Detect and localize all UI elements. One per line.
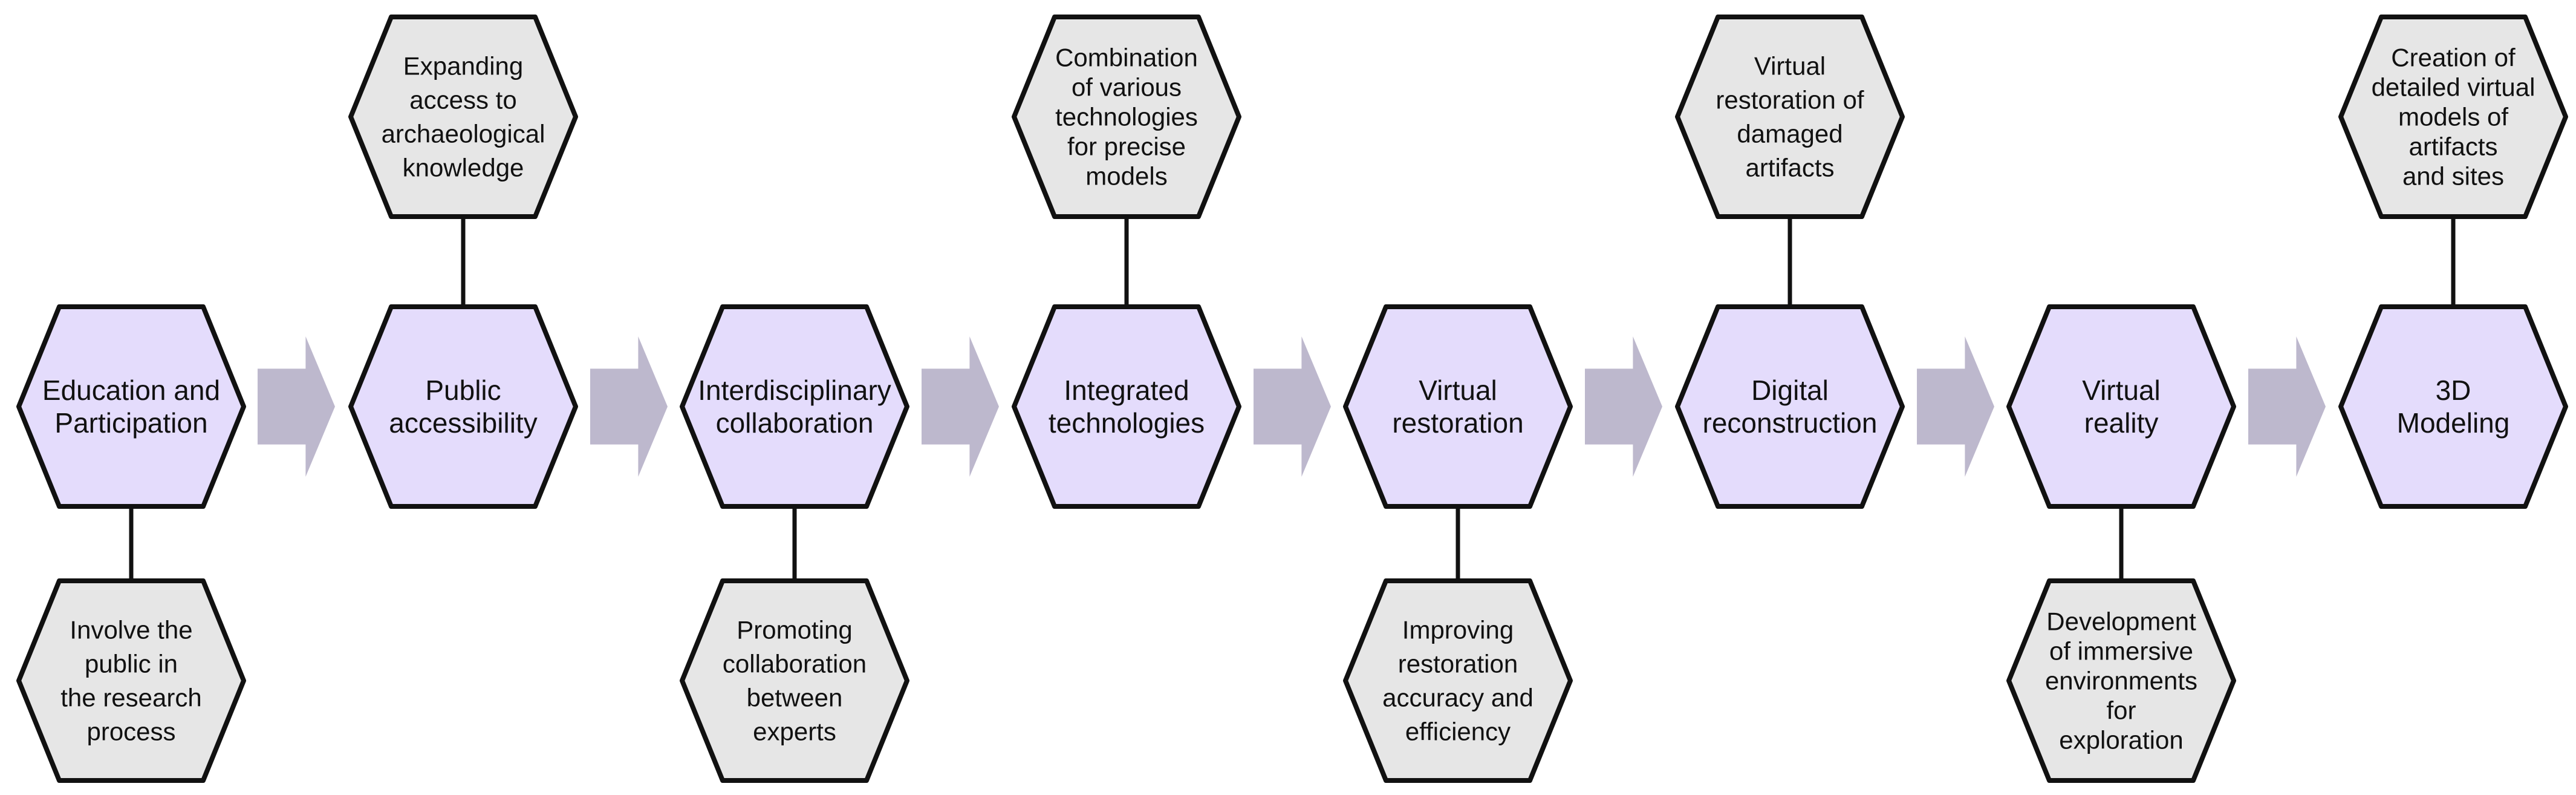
detail-hexagon-shape (348, 15, 578, 219)
detail-hexagon-label-line: of various (1072, 73, 1182, 102)
step-hexagon-label-line: Virtual (2082, 375, 2161, 406)
detail-hexagon-label-line: Virtual (1754, 52, 1826, 80)
detail-hexagon-label-line: efficiency (1405, 718, 1511, 746)
detail-hexagon-label-line: restoration (1398, 650, 1518, 678)
detail-hexagon-label-line: public in (85, 650, 178, 678)
detail-hexagon-label-line: access to (409, 86, 516, 114)
detail-hexagon-label-line: experts (753, 718, 836, 746)
detail-hexagon-label-line: artifacts (1745, 154, 1834, 182)
detail-hexagon-label-line: Promoting (737, 616, 852, 644)
detail-hexagon-label-line: detailed virtual (2372, 73, 2535, 102)
detail-hexagon-label-line: Development (2046, 607, 2196, 636)
detail-hexagon-label-line: technologies (1055, 103, 1198, 131)
detail-hexagon-label-line: knowledge (403, 154, 524, 182)
detail-hexagon-shape (16, 578, 246, 783)
detail-hexagon-shape (680, 578, 909, 783)
detail-hexagon-label-line: the research (60, 684, 201, 712)
detail-hexagon-label-line: archaeological (382, 120, 545, 148)
step-hexagon-label-line: Participation (54, 407, 207, 439)
step-hexagon-label-line: Public (425, 375, 501, 406)
step-hexagon-label-line: reality (2084, 407, 2159, 439)
detail-hexagon-label-line: collaboration (723, 650, 867, 678)
connector-layer (129, 217, 2456, 581)
step-hexagon-shape (1343, 304, 1573, 509)
detail-hexagon-label-line: and sites (2402, 162, 2504, 191)
detail-hexagon-label-line: restoration of (1716, 86, 1864, 114)
detail-hexagon-label-line: Involve the (70, 616, 192, 644)
step-hexagon-shape (2338, 304, 2568, 509)
detail-hexagon-label-line: process (86, 718, 175, 746)
detail-hexagon-label-line: artifacts (2408, 132, 2497, 161)
step-hexagon-label-line: Interdisciplinary (698, 375, 891, 406)
step-hexagon-label-line: accessibility (389, 407, 537, 439)
detail-hexagon-shape (2338, 15, 2568, 219)
step-hexagon-label-line: restoration (1392, 407, 1523, 439)
step-hexagon-label-line: technologies (1049, 407, 1205, 439)
detail-hexagon-label-line: for (2106, 696, 2136, 725)
detail-hexagon-shape (1675, 15, 1905, 219)
detail-hexagon-label-line: Expanding (403, 52, 524, 80)
flow-arrow-icon (590, 336, 668, 477)
step-hexagon-label-line: Digital (1751, 375, 1829, 406)
step-hexagon-label-line: Integrated (1064, 375, 1189, 406)
step-hexagon-label-line: reconstruction (1703, 407, 1878, 439)
step-hexagon-shape (680, 304, 909, 509)
detail-hexagon-label-line: damaged (1737, 120, 1843, 148)
detail-hexagon: Expanding access to archaeological knowledg… (348, 15, 578, 219)
step-hexagon-shape (1012, 304, 1241, 509)
step-hexagon-label-line: collaboration (716, 407, 874, 439)
step-hexagon-label-line: 3D (2436, 375, 2471, 406)
flow-arrow-icon (922, 336, 999, 477)
flow-arrow-icon (258, 336, 335, 477)
detail-hexagon-label-line: models (1085, 162, 1167, 191)
detail-hexagon: Improving restoration accuracy and efficien… (1343, 578, 1573, 783)
step-hexagon-shape (2006, 304, 2236, 509)
detail-hexagon-label-line: accuracy and (1382, 684, 1534, 712)
detail-hexagon: Virtual restoration of damaged artifacts (1675, 15, 1905, 219)
detail-hexagon-label-line: between (747, 684, 843, 712)
detail-hexagon-label-line: Creation of (2391, 44, 2516, 72)
step-hexagon-label-line: Virtual (1419, 375, 1497, 406)
flow-arrow-icon (2248, 336, 2326, 477)
step-hexagon-label-line: Education and (42, 375, 220, 406)
flow-arrow-icon (1254, 336, 1331, 477)
detail-hexagon-label-line: environments (2045, 667, 2197, 695)
detail-hexagon-label-line: for precise (1067, 132, 1186, 161)
step-hexagon-shape (1675, 304, 1905, 509)
flow-arrow-icon (1585, 336, 1662, 477)
detail-hexagon-label-line: Improving (1402, 616, 1514, 644)
detail-hexagon-shape (1343, 578, 1573, 783)
detail-hexagon-label-line: exploration (2059, 726, 2183, 754)
detail-hexagon-shape (1012, 15, 1241, 219)
detail-hexagon-label-line: of immersive (2049, 637, 2193, 666)
detail-hexagon-label-line: models of (2398, 103, 2508, 131)
flow-arrow-icon (1917, 336, 1994, 477)
detail-hexagon: Promoting collaboration between experts (680, 578, 909, 783)
step-hexagon-shape (16, 304, 246, 509)
arrow-layer (258, 336, 2326, 477)
step-hexagon-label-line: Modeling (2397, 407, 2510, 439)
detail-hexagon-shape (2006, 578, 2236, 783)
step-hexagon-shape (348, 304, 578, 509)
detail-hexagon-label-line: Combination (1055, 44, 1198, 72)
detail-hexagon: Involve the public in the research process (16, 578, 246, 783)
